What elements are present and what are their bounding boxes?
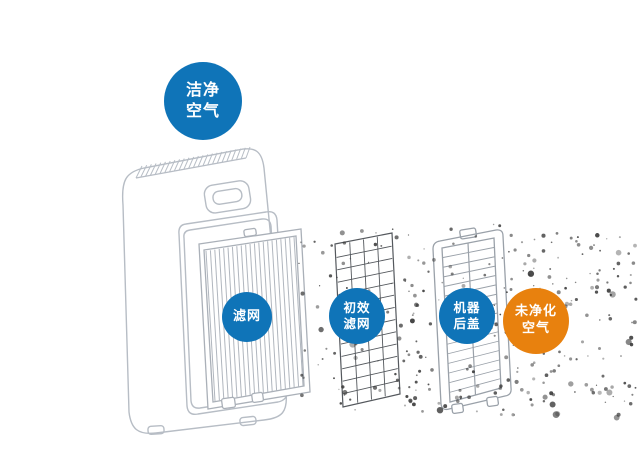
badge-pre-filter-line1: 初效 <box>343 299 371 315</box>
handle-slot <box>212 187 243 205</box>
foot-left <box>147 424 165 436</box>
badge-clean-air: 洁净 空气 <box>164 62 242 140</box>
badge-unpurified-air-line2: 空气 <box>521 321 550 336</box>
filter-top-clip <box>243 227 257 238</box>
back-cover-frame-inner <box>441 237 502 403</box>
back-cover-handle <box>459 227 478 240</box>
filter-opening-outer <box>178 210 288 416</box>
badge-back-cover-line2: 后盖 <box>453 316 481 331</box>
badge-pre-filter: 初效 滤网 <box>329 288 385 344</box>
badge-unpurified-air: 未净化 空气 <box>503 288 569 354</box>
badge-clean-air-line2: 空气 <box>185 101 220 120</box>
badge-back-cover: 机器 后盖 <box>439 288 495 344</box>
back-cover-foot-2 <box>486 395 500 408</box>
badge-unpurified-air-line1: 未净化 <box>514 304 557 320</box>
handle-outline <box>203 180 252 214</box>
top-grille-icon <box>135 146 251 179</box>
badge-filter-line1: 滤网 <box>232 308 261 324</box>
filter-pleats-icon <box>205 236 304 402</box>
back-cover-foot-1 <box>451 402 465 415</box>
badge-back-cover-line1: 机器 <box>453 299 481 315</box>
badge-filter: 滤网 <box>222 292 272 342</box>
filter-bottom-clip-1 <box>220 396 237 410</box>
foot-right <box>239 415 257 427</box>
badge-pre-filter-line2: 滤网 <box>343 316 371 331</box>
filter-bottom-clip-2 <box>251 391 265 404</box>
badge-clean-air-line1: 洁净 <box>185 80 220 100</box>
filter-frame-inner <box>203 235 305 403</box>
